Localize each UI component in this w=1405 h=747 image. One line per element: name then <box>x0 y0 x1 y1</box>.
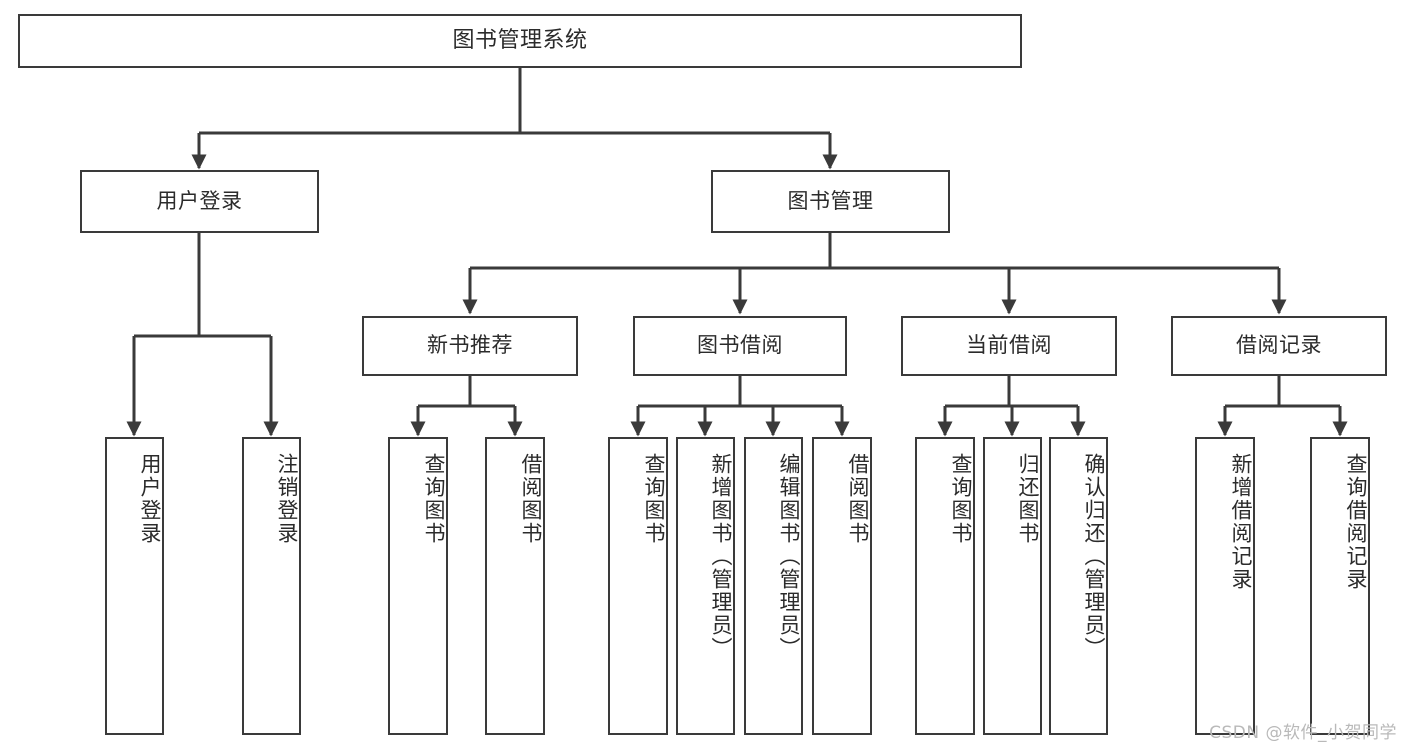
leaf-label: 用户登录 <box>138 453 162 545</box>
node-book-borrow[interactable]: 图书借阅 <box>633 316 847 376</box>
node-new-book-recommend[interactable]: 新书推荐 <box>362 316 578 376</box>
leaf-label: 确认归还（管理员） <box>1082 453 1106 660</box>
node-borrow-record-label: 借阅记录 <box>1236 333 1322 358</box>
node-root[interactable]: 图书管理系统 <box>18 14 1022 68</box>
leaf-user-login-1[interactable]: 用户登录 <box>105 437 164 735</box>
csdn-watermark: CSDN @软件_小贺同学 <box>1209 723 1397 743</box>
node-root-label: 图书管理系统 <box>452 27 588 53</box>
leaf-current-borrow-2[interactable]: 归还图书 <box>983 437 1042 735</box>
leaf-label: 查询图书 <box>422 453 446 545</box>
leaf-label: 新增图书（管理员） <box>709 453 733 660</box>
leaf-label: 归还图书 <box>1016 453 1040 545</box>
leaf-label: 编辑图书（管理员） <box>777 453 801 660</box>
leaf-label: 查询图书 <box>949 453 973 545</box>
leaf-borrow-record-2[interactable]: 查询借阅记录 <box>1310 437 1370 735</box>
leaf-book-borrow-4[interactable]: 借阅图书 <box>812 437 872 735</box>
leaf-new-book-2[interactable]: 借阅图书 <box>485 437 545 735</box>
node-current-borrow[interactable]: 当前借阅 <box>901 316 1117 376</box>
node-user-login[interactable]: 用户登录 <box>80 170 319 233</box>
leaf-book-borrow-2[interactable]: 新增图书（管理员） <box>676 437 735 735</box>
node-book-borrow-label: 图书借阅 <box>697 333 783 358</box>
node-borrow-record[interactable]: 借阅记录 <box>1171 316 1387 376</box>
node-book-manage[interactable]: 图书管理 <box>711 170 950 233</box>
leaf-label: 查询图书 <box>642 453 666 545</box>
node-new-book-recommend-label: 新书推荐 <box>427 333 513 358</box>
leaf-borrow-record-1[interactable]: 新增借阅记录 <box>1195 437 1255 735</box>
node-book-manage-label: 图书管理 <box>787 188 874 213</box>
leaf-current-borrow-3[interactable]: 确认归还（管理员） <box>1049 437 1108 735</box>
leaf-label: 查询借阅记录 <box>1344 453 1368 591</box>
leaf-book-borrow-3[interactable]: 编辑图书（管理员） <box>744 437 803 735</box>
leaf-new-book-1[interactable]: 查询图书 <box>388 437 448 735</box>
leaf-label: 注销登录 <box>275 453 299 545</box>
node-current-borrow-label: 当前借阅 <box>966 333 1052 358</box>
leaf-label: 借阅图书 <box>846 453 870 545</box>
leaf-label: 新增借阅记录 <box>1229 453 1253 591</box>
leaf-label: 借阅图书 <box>519 453 543 545</box>
leaf-user-login-2[interactable]: 注销登录 <box>242 437 301 735</box>
leaf-book-borrow-1[interactable]: 查询图书 <box>608 437 668 735</box>
leaf-current-borrow-1[interactable]: 查询图书 <box>915 437 975 735</box>
node-user-login-label: 用户登录 <box>156 188 243 213</box>
